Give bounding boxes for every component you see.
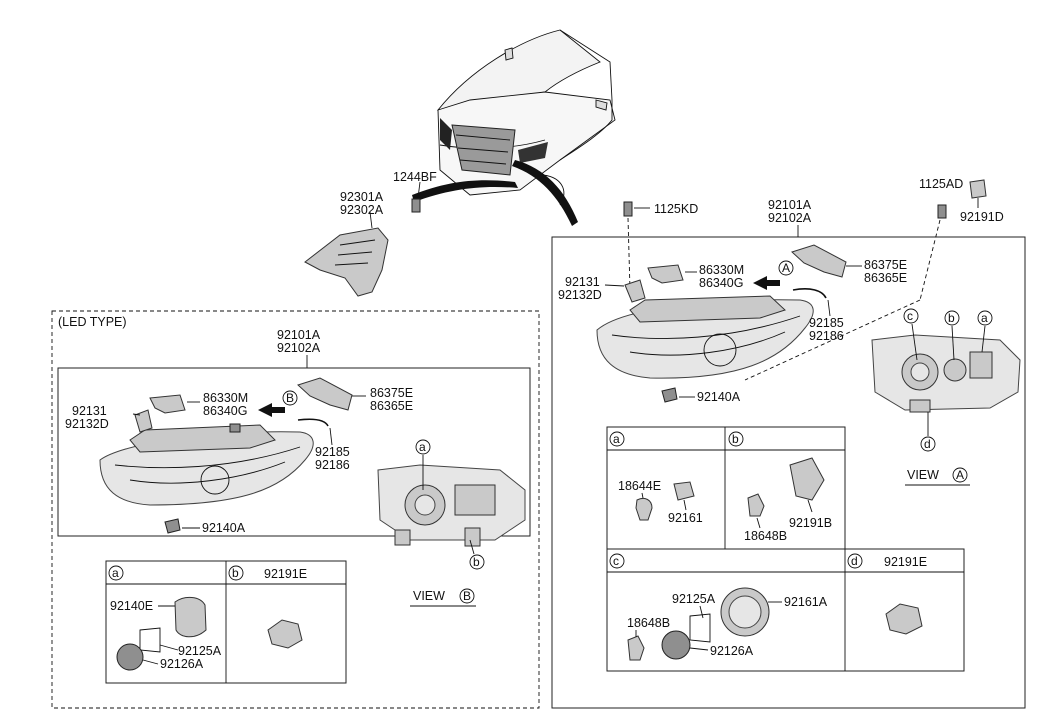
bracket-code-2: 92302A [340,203,384,217]
led-seal-code-1: 92185 [315,445,350,459]
led-bracket-part [297,377,353,411]
std-seal-code-1: 92185 [809,316,844,330]
led-module-part [149,394,186,414]
std-ring-b-part [789,457,825,501]
led-table-part-a2: 92125A [178,644,222,658]
led-screw-part [164,518,181,534]
led-view-letter: B [463,589,471,603]
std-bolt-part [623,201,633,217]
std-callout-b: b [948,311,955,325]
led-view-marker: B [286,391,294,405]
bolt-code: 1244BF [393,170,437,184]
led-socket-code-2: 92132D [65,417,109,431]
led-table-part-a1: 92140E [110,599,153,613]
led-table-key-a: a [112,566,119,580]
led-table-key-b: b [232,566,239,580]
std-bulb-part [635,497,653,521]
std-module-code-2: 86340G [699,276,743,290]
led-headlamp-part [99,423,314,506]
std-seal-code-2: 92186 [809,329,844,343]
std-table-a-part-1: 18644E [618,479,661,493]
std-table-a-part-2: 92161 [668,511,703,525]
std-view-letter: A [956,468,964,482]
led-screw-code: 92140A [202,521,246,535]
bracket-code-1: 92301A [340,190,384,204]
std-socket-code-1: 92131 [565,275,600,289]
led-table-part-b: 92191E [264,567,307,581]
std-bracket-part [791,244,847,278]
std-socket-code-2: 92132D [558,288,602,302]
led-mesh-part [116,643,144,671]
std-assembly-code-2: 92102A [768,211,812,225]
led-type-section [51,310,540,709]
led-filter-part [139,627,161,653]
led-module-code-2: 86340G [203,404,247,418]
std-assembly-code-1: 92101A [768,198,812,212]
led-callout-a: a [419,440,426,454]
std-callout-d: d [924,437,931,451]
car-illustration [412,29,616,226]
std-table-key-c: c [613,554,619,568]
std-filter-c-part [689,613,711,643]
std-view-label: VIEW [907,468,939,482]
led-rear-view [377,464,526,547]
led-socket-part [134,409,153,433]
std-table-c-part-4: 92126A [710,644,754,658]
std-table-c-part-3: 18648B [627,616,670,630]
std-table-key-d: d [851,554,858,568]
led-socket-code-1: 92131 [72,404,107,418]
led-view-arrow [258,403,285,417]
led-callout-b: b [473,555,480,569]
led-ring-part [174,597,207,638]
std-callout-a: a [981,311,988,325]
std-screw-code: 92140A [697,390,741,404]
std-table-key-a: a [613,432,620,446]
std-bulb-c-part [627,635,645,661]
std-bulb-b-part [747,493,765,517]
std-module-part [647,264,684,284]
std-cap-d-part [885,603,923,635]
std-socket-part [624,279,646,303]
std-callout-c: c [907,309,913,323]
std-module-code-1: 86330M [699,263,744,277]
led-assembly-code-2: 92102A [277,341,321,355]
std-socket-small-part [673,481,695,501]
std-table-key-b: b [732,432,739,446]
std-bracket-code-1: 86375E [864,258,907,272]
std-table-b-part-1: 18648B [744,529,787,543]
std-bolt-code: 1125KD [654,202,698,216]
led-view-label: VIEW [413,589,445,603]
std-top-part-code: 92191D [960,210,1004,224]
led-bracket-code-2: 86365E [370,399,413,413]
led-assembly-code-1: 92101A [277,328,321,342]
std-view-marker: A [782,261,790,275]
led-assembly-box [57,367,531,537]
std-table-c-part-2: 92161A [784,595,828,609]
std-headlamp-part [596,295,814,379]
std-table-b-part-2: 92191B [789,516,832,530]
std-parts-table-bottom [606,548,965,672]
std-table-c-part-1: 92125A [672,592,716,606]
led-cap-part [267,619,303,649]
led-parts-table [105,560,347,684]
std-screw-part [661,387,678,403]
fog-bracket-part [304,198,421,297]
std-view-arrow [753,276,780,290]
led-module-code-1: 86330M [203,391,248,405]
standard-section [551,236,1026,709]
led-table-part-a3: 92126A [160,657,204,671]
led-section-title: (LED TYPE) [58,315,127,329]
std-table-d-part: 92191E [884,555,927,569]
std-top-part [969,179,987,199]
std-rear-view [871,334,1021,413]
std-mesh-c-part [661,630,691,660]
std-top-bolt-part [937,204,947,219]
led-bracket-code-1: 86375E [370,386,413,400]
std-top-bolt-code: 1125AD [919,177,963,191]
std-bracket-code-2: 86365E [864,271,907,285]
led-seal-code-2: 92186 [315,458,350,472]
